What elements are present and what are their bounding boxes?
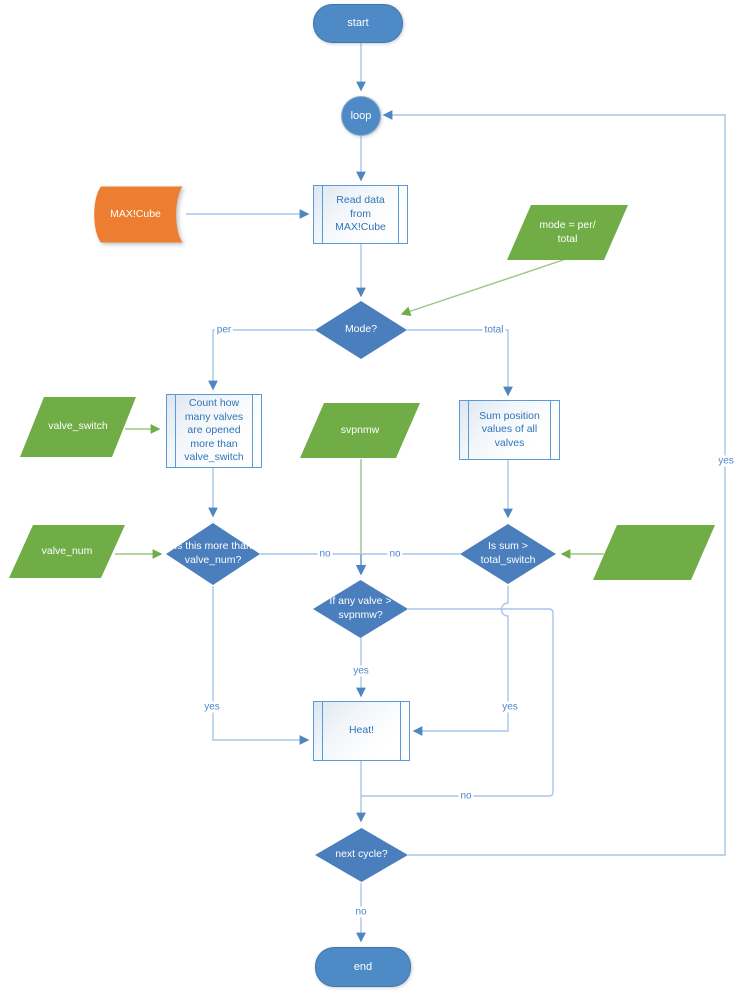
diamond-shape [315, 301, 407, 359]
read-data-process[interactable]: Read data from MAX!Cube [313, 185, 408, 244]
valve-switch-param[interactable]: valve_switch [20, 397, 136, 457]
mode-param[interactable]: mode = per/ total [507, 205, 628, 260]
diamond-shape [313, 580, 408, 638]
valve-num-param[interactable]: valve_num [9, 525, 125, 578]
valve-num-decision[interactable]: Is this more than valve_num? [166, 523, 260, 585]
inner-bar-right [550, 401, 551, 459]
start-label: start [347, 17, 369, 30]
edge-label-no-right: no [387, 548, 403, 560]
inner-bar-right [400, 702, 401, 760]
stored-data-shape [94, 186, 183, 243]
inner-bar-left [468, 401, 469, 459]
loop-node[interactable]: loop [341, 96, 381, 136]
edge-label-yes-right: yes [500, 701, 520, 713]
edge-label-total: total [482, 324, 506, 336]
loop-label: loop [350, 109, 372, 122]
edge-label-no-left: no [317, 548, 333, 560]
mode-decision[interactable]: Mode? [315, 301, 407, 359]
inner-bar-right [252, 395, 253, 467]
inner-bar-left [322, 186, 323, 243]
edge-label-yes-mid: yes [351, 665, 371, 677]
sum-position-process[interactable]: Sum position values of all valves [459, 400, 560, 460]
edge-label-no-next: no [353, 906, 369, 918]
start-node[interactable]: start [313, 4, 403, 43]
diamond-shape [460, 524, 556, 584]
end-label: end [353, 960, 373, 973]
end-node[interactable]: end [315, 947, 411, 987]
inner-bar-left [175, 395, 176, 467]
edge-label-no-mid: no [458, 790, 474, 802]
parallelogram-shape [507, 205, 628, 260]
maxcube-data[interactable]: MAX!Cube [88, 186, 183, 243]
next-cycle-decision[interactable]: next cycle? [315, 828, 408, 882]
edge-label-yes-loop: yes [716, 455, 736, 467]
parallelogram-shape [20, 397, 136, 457]
total-switch-decision[interactable]: Is sum > total_switch [460, 524, 556, 584]
edge-label-yes-left: yes [202, 701, 222, 713]
heat-label: Heat! [348, 724, 375, 737]
svpnmw-param[interactable]: svpnmw [300, 403, 420, 458]
diamond-shape [166, 523, 260, 585]
count-valves-label: Count how many valves are opened more th… [184, 396, 244, 464]
diamond-shape [315, 828, 408, 882]
inner-bar-left [322, 702, 323, 760]
parallelogram-shape [593, 525, 715, 580]
total-switch-param[interactable] [593, 525, 715, 580]
sum-position-label: Sum position values of all valves [479, 409, 540, 449]
valve-svpnmw-decision[interactable]: If any valve > svpnmw? [313, 580, 408, 638]
read-data-label: Read data from MAX!Cube [335, 194, 386, 234]
count-valves-process[interactable]: Count how many valves are opened more th… [166, 394, 262, 468]
parallelogram-shape [9, 525, 125, 578]
edge-label-per: per [214, 324, 234, 336]
heat-process[interactable]: Heat! [313, 701, 410, 761]
inner-bar-right [398, 186, 399, 243]
parallelogram-shape [300, 403, 420, 458]
